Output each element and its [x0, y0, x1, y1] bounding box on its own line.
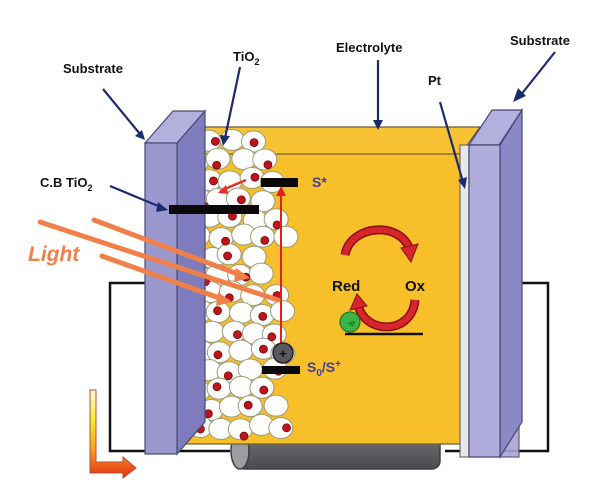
tio2-particle [228, 339, 254, 362]
pointer-arrows [102, 51, 556, 212]
dye-molecule [236, 195, 246, 205]
right-substrate [467, 107, 524, 460]
dye-molecule [250, 172, 260, 182]
dye-molecule [258, 311, 268, 321]
svg-text:+: + [279, 346, 287, 361]
dye-molecule [243, 400, 253, 410]
label-substrate-right: Substrate [510, 33, 570, 48]
tio2-particle [263, 208, 289, 231]
dye-molecule [213, 350, 223, 360]
dye-molecule [210, 137, 220, 146]
dye-molecule [282, 423, 291, 433]
dye-molecule [212, 382, 222, 392]
dye-molecule [259, 385, 269, 395]
redox-cycle [340, 225, 423, 336]
hole-icon: + [272, 342, 294, 364]
label-ox: Ox [405, 278, 426, 295]
label-electrolyte: Electrolyte [336, 40, 402, 55]
tio2-particle [248, 262, 274, 285]
s0-level [262, 366, 300, 374]
label-cb-tio2: C.B TiO2 [40, 175, 92, 193]
label-s0-s-plus: S0/S+ [307, 359, 341, 379]
svg-text:-e: -e [347, 318, 355, 328]
cb-tio2-level [169, 205, 259, 214]
energy-levels [169, 178, 300, 374]
dye-molecule [272, 220, 282, 230]
label-substrate-left: Substrate [63, 61, 123, 76]
dye-molecule [259, 344, 268, 354]
electron-icon: -e [339, 311, 361, 333]
dye-molecule [223, 251, 232, 261]
dye-molecule [233, 330, 242, 340]
dye-molecule [267, 332, 277, 342]
label-tio2: TiO2 [233, 49, 259, 67]
dye-molecule [249, 138, 259, 148]
label-pt: Pt [428, 73, 442, 88]
dye-molecule [223, 371, 233, 381]
label-s-star: S* [312, 174, 327, 190]
label-light: Light [28, 243, 80, 266]
dye-molecule [212, 160, 222, 170]
left-substrate [143, 109, 207, 456]
electron-transitions [218, 178, 286, 355]
tio2-particle [270, 300, 296, 323]
light-rays [37, 217, 281, 306]
tio2-particle [273, 225, 299, 248]
dye-molecule [213, 306, 222, 316]
dye-molecule [209, 176, 218, 186]
dye-molecule [263, 160, 273, 170]
energy-gradient-arrow [89, 389, 137, 480]
dye-molecule [221, 236, 230, 246]
dye-molecule [239, 431, 249, 441]
tio2-particle [268, 417, 294, 440]
tio2-particle [263, 394, 289, 417]
label-red: Red [332, 278, 360, 295]
tio2-particle [231, 148, 257, 171]
dye-molecule [260, 235, 270, 245]
s-star-level [261, 178, 298, 187]
